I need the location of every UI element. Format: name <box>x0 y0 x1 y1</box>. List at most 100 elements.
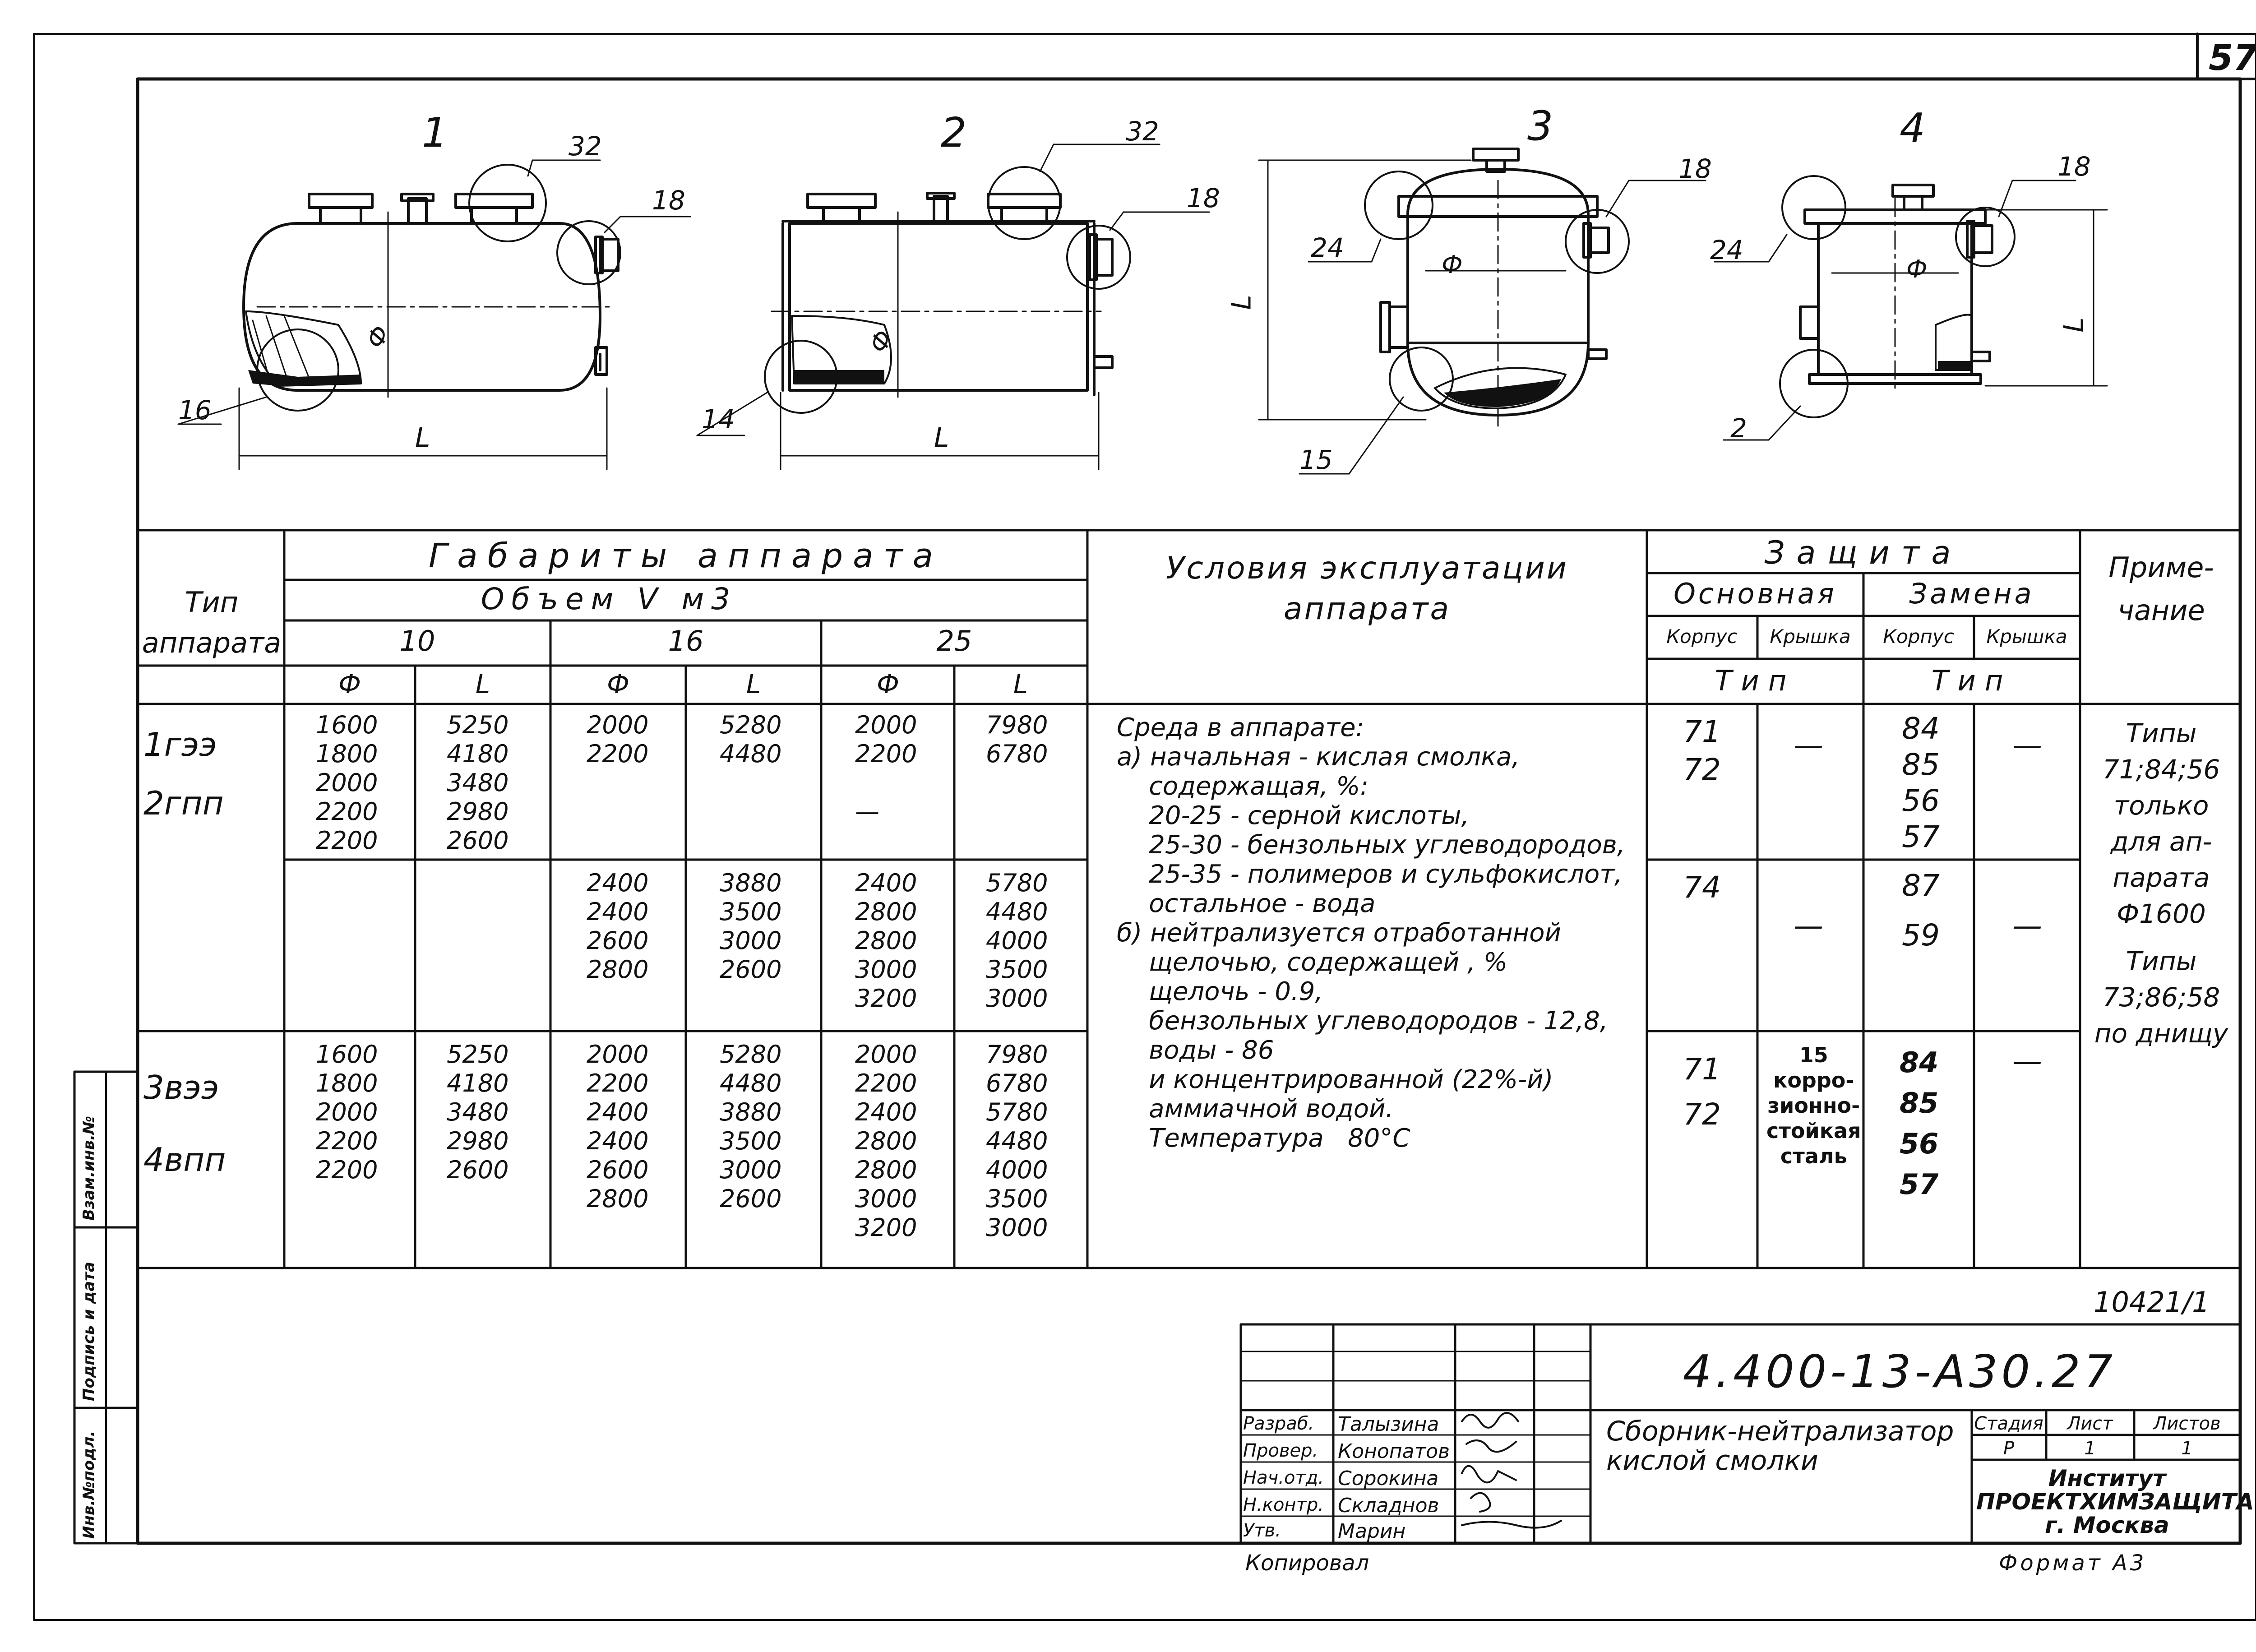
g3-v16-l: 5280 4480 3880 3500 3000 2600 <box>720 1040 782 1213</box>
stamp-replacement-inv: Взам.инв.№ <box>80 1116 98 1221</box>
g3-v25-d: 2000 2200 2400 2800 2800 3000 3200 <box>855 1040 917 1242</box>
header-vol-10: 10 <box>399 625 435 657</box>
title-block-grid <box>1239 1323 2242 1545</box>
page-number: 57 <box>2209 38 2256 79</box>
role-checker: Провер. <box>1243 1440 1318 1461</box>
header-note: Приме- чание <box>2108 551 2214 627</box>
g2-v25-d: 2400 2800 2800 3000 3200 <box>855 869 917 1013</box>
sheet-header: Лист <box>2067 1413 2113 1434</box>
name-head: Сорокина <box>1338 1467 1439 1490</box>
callout-18b: 18 <box>1187 183 1220 213</box>
document-code: 4.400-13-А30.27 <box>1683 1345 2117 1398</box>
g1-v10-l: 5250 4180 3480 2980 2600 <box>447 711 509 855</box>
dim-L-3: L <box>1225 295 1257 310</box>
g3-rep-lid: — <box>2012 1044 2042 1078</box>
header-body2: Корпус <box>1883 625 1954 648</box>
sheets-header: Листов <box>2153 1413 2221 1434</box>
g3-main-body: 71 72 <box>1683 1052 1721 1132</box>
note-text-2: Типы 73;86;58 по днищу <box>2094 946 2228 1049</box>
table-grid <box>136 529 2242 1269</box>
g2-v16-l: 3880 3500 3000 2600 <box>720 869 782 984</box>
g3-rep-body: 84 85 56 57 <box>1900 1046 1939 1201</box>
dim-D-3: Ф <box>1442 250 1463 279</box>
g2-rep-body: 87 59 <box>1902 868 1940 953</box>
callout-24a: 24 <box>1311 232 1344 263</box>
dim-L-1: L <box>415 422 430 453</box>
header-lid2: Крышка <box>1986 625 2067 648</box>
g1-v16-d: 2000 2200 <box>587 711 649 768</box>
sheet-value: 1 <box>2084 1438 2096 1459</box>
header-sub-d16: Ф <box>607 669 629 699</box>
dim-D-4: Ф <box>1906 255 1928 283</box>
header-sub-l16: L <box>746 669 761 699</box>
header-sub-l25: L <box>1013 669 1028 699</box>
callout-14: 14 <box>702 404 735 435</box>
role-approved: Утв. <box>1243 1520 1281 1541</box>
g3-v10-d: 1600 1800 2000 2200 2200 <box>316 1040 378 1184</box>
copied-label: Копировал <box>1245 1550 1369 1576</box>
header-conditions: Условия эксплуатации аппарата <box>1165 551 1569 627</box>
g3-v16-d: 2000 2200 2400 2400 2600 2800 <box>587 1040 649 1213</box>
g2-rep-lid: — <box>2012 908 2042 943</box>
header-lid: Крышка <box>1770 625 1851 648</box>
header-dimensions: Габариты аппарата <box>429 537 943 575</box>
sheets-value: 1 <box>2181 1438 2193 1459</box>
header-sub-d10: Ф <box>338 669 361 699</box>
header-volume: Объем V м3 <box>481 582 738 616</box>
header-main: Основная <box>1674 577 1837 610</box>
callout-32a: 32 <box>569 131 602 162</box>
g3-main-lid: 15 корро- зионно- стойкая сталь <box>1766 1043 1861 1168</box>
role-developer: Разраб. <box>1243 1413 1314 1434</box>
view-label-2: 2 <box>941 109 967 157</box>
header-sub-d25: Ф <box>877 669 899 699</box>
header-protection: Защита <box>1764 534 1963 571</box>
view-3 <box>1258 148 1706 475</box>
g1-main-lid: — <box>1794 728 1823 763</box>
view-1 <box>177 159 691 470</box>
organization: Институт ПРОЕКТХИМЗАЩИТА г. Москва <box>1976 1465 2254 1538</box>
g3-v25-l: 7980 6780 5780 4480 4000 3500 3000 <box>986 1040 1048 1242</box>
view-2 <box>696 143 1210 470</box>
callout-16: 16 <box>178 395 212 426</box>
stage-header: Стадия <box>1974 1413 2043 1434</box>
view-label-1: 1 <box>422 109 448 157</box>
name-checker: Конопатов <box>1338 1440 1450 1463</box>
g1-rep-body: 84 85 56 57 <box>1902 711 1940 854</box>
role-normcontrol: Н.контр. <box>1243 1495 1324 1515</box>
view-label-3: 3 <box>1527 102 1553 150</box>
header-replacement: Замена <box>1909 577 2034 610</box>
g2-main-body: 74 <box>1683 870 1721 905</box>
conditions-text: Среда в аппарате: а) начальная - кислая … <box>1117 713 1625 1153</box>
header-type: Тип аппарата <box>142 586 282 659</box>
header-sub-l10: L <box>475 669 490 699</box>
g2-main-lid: — <box>1794 908 1823 943</box>
callout-24b: 24 <box>1710 235 1743 265</box>
g1-main-body: 71 72 <box>1683 714 1721 787</box>
role-head: Нач.отд. <box>1243 1467 1324 1488</box>
format-label: Формат А3 <box>1999 1550 2147 1576</box>
drawing-title: Сборник-нейтрализатор кислой смолки <box>1606 1416 1954 1476</box>
g2-v16-d: 2400 2400 2600 2800 <box>587 869 649 984</box>
g1-v25-d: 2000 2200 — <box>855 711 917 826</box>
dim-L-2: L <box>934 422 949 453</box>
header-tip1: Тип <box>1715 664 1796 697</box>
name-approved: Марин <box>1338 1520 1406 1543</box>
callout-18c: 18 <box>1678 153 1712 184</box>
callout-18a: 18 <box>652 185 685 216</box>
g1-rep-lid: — <box>2012 728 2042 763</box>
stage-value: Р <box>2003 1438 2015 1459</box>
callout-2: 2 <box>1730 413 1747 444</box>
name-normcontrol: Складнов <box>1338 1494 1439 1517</box>
g3-v10-l: 5250 4180 3480 2980 2600 <box>447 1040 509 1184</box>
g1-v16-l: 5280 4480 <box>720 711 782 768</box>
stamp-inv-original: Инв.№подл. <box>80 1430 98 1539</box>
archive-number: 10421/1 <box>2094 1286 2210 1319</box>
callout-18d: 18 <box>2057 151 2091 182</box>
dim-L-4: L <box>2058 317 2090 333</box>
view-label-4: 4 <box>1900 105 1926 152</box>
g1-v10-d: 1600 1800 2000 2200 2200 <box>316 711 378 855</box>
header-vol-16: 16 <box>668 625 704 657</box>
g1-types: 1гээ 2гпп <box>143 726 224 822</box>
name-developer: Талызина <box>1338 1413 1439 1436</box>
